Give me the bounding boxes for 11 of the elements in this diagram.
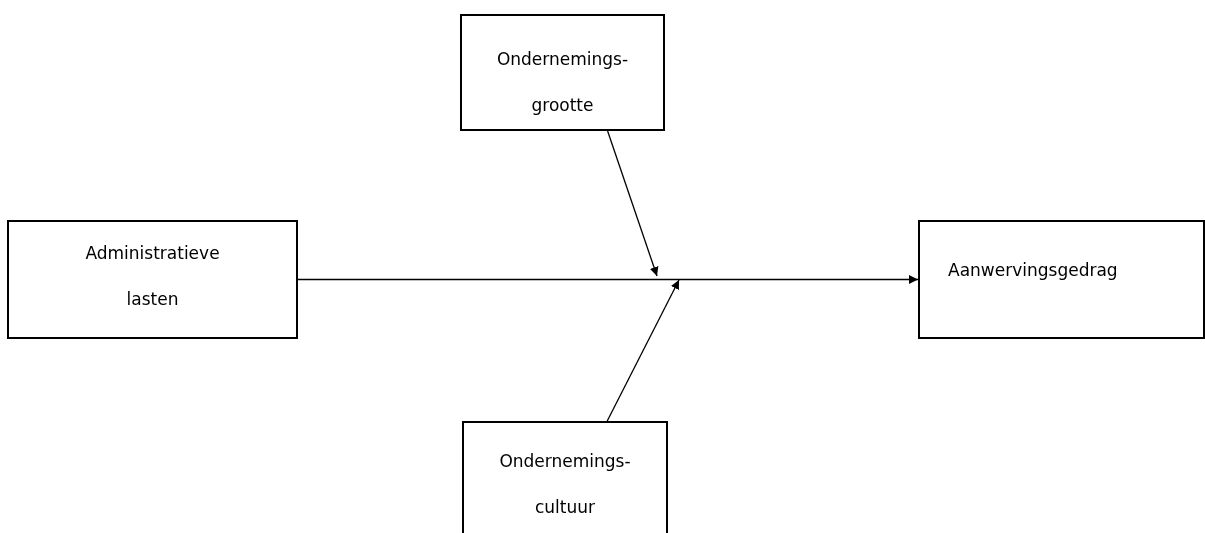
box-label: Ondernemings- grootte <box>495 48 630 117</box>
arrow <box>297 275 919 284</box>
box-label: Administratieve lasten <box>84 242 221 311</box>
process-box <box>918 220 1205 339</box>
process-box <box>7 220 298 339</box>
box-label: Ondernemings- cultuur <box>498 450 632 519</box>
box-label: Aanwervingsgedrag <box>948 259 1118 282</box>
arrow <box>606 130 659 277</box>
process-box <box>460 14 665 131</box>
process-box <box>462 421 668 533</box>
arrow <box>606 279 680 422</box>
